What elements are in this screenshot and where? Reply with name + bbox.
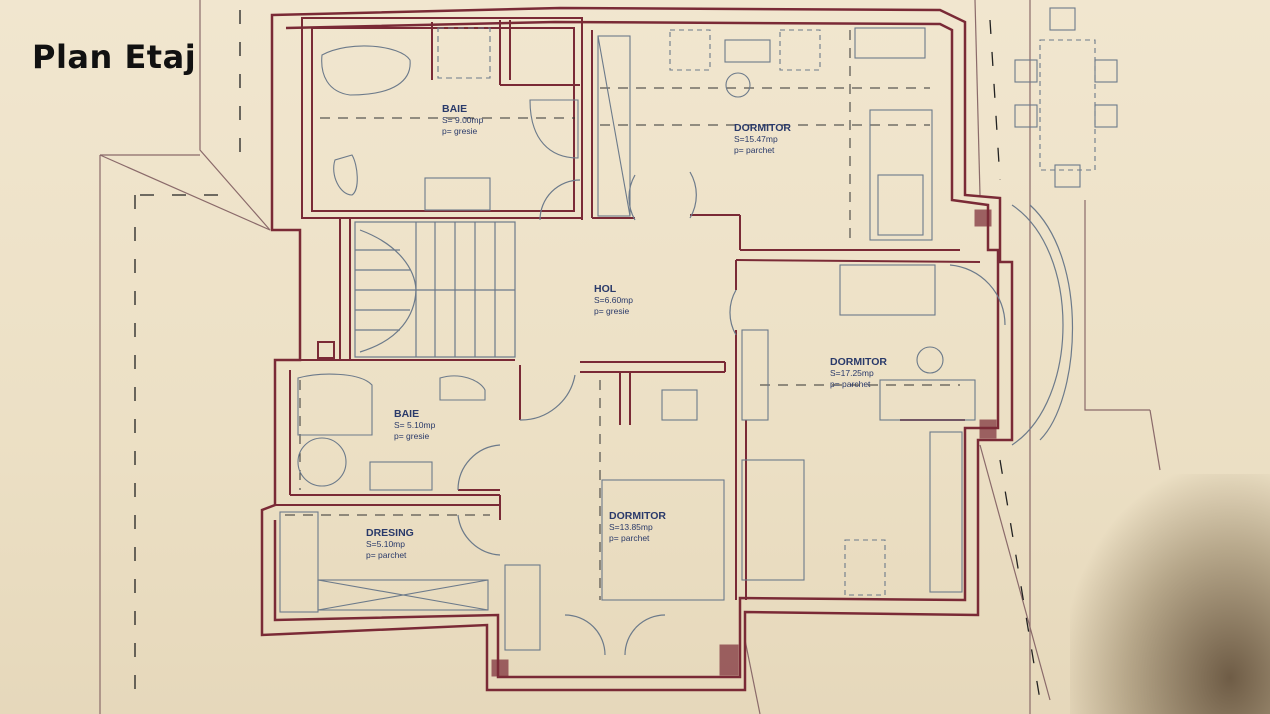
room-area: S=5.10mp	[366, 539, 405, 549]
room-name: HOL	[594, 283, 617, 295]
plan-title: Plan Etaj	[32, 38, 197, 76]
room-name: DRESING	[366, 527, 414, 539]
room-name: DORMITOR	[734, 122, 791, 134]
room-area: S=17.25mp	[830, 368, 874, 378]
interior-walls	[275, 17, 981, 600]
room-name: BAIE	[442, 103, 468, 115]
room-name: BAIE	[394, 408, 420, 420]
room-area: S=13.85mp	[609, 522, 653, 532]
room-label-dormitor-3: DORMITOR S=13.85mp p= parchet	[609, 511, 666, 544]
room-label-baie-1: BAIE S= 9.00mp p= gresie	[442, 104, 483, 137]
roof-outline	[99, 0, 1161, 714]
room-floor: p= parchet	[734, 145, 775, 155]
room-label-dormitor-2: DORMITOR S=17.25mp p= parchet	[830, 357, 887, 390]
staircase	[354, 221, 516, 358]
room-floor: p= parchet	[830, 379, 871, 389]
roof-dashes	[134, 10, 1041, 701]
room-label-dresing: DRESING S=5.10mp p= parchet	[366, 528, 414, 561]
room-floor: p= gresie	[442, 126, 478, 136]
outer-walls	[260, 6, 1014, 692]
room-name: DORMITOR	[609, 510, 666, 522]
door-swings	[457, 171, 1073, 656]
room-label-dormitor-1: DORMITOR S=15.47mp p= parchet	[734, 123, 791, 156]
columns	[317, 209, 997, 677]
room-label-hol: HOL S=6.60mp p= gresie	[594, 284, 633, 317]
room-floor: p= parchet	[609, 533, 650, 543]
room-area: S= 5.10mp	[394, 420, 436, 430]
room-floor: p= gresie	[594, 306, 630, 316]
room-label-baie-2: BAIE S= 5.10mp p= gresie	[394, 409, 435, 442]
room-area: S=6.60mp	[594, 295, 633, 305]
room-floor: p= parchet	[366, 550, 407, 560]
room-area: S=15.47mp	[734, 134, 778, 144]
room-name: DORMITOR	[830, 356, 887, 368]
furniture	[279, 7, 1118, 651]
room-area: S= 9.00mp	[442, 115, 484, 125]
room-floor: p= gresie	[394, 431, 430, 441]
